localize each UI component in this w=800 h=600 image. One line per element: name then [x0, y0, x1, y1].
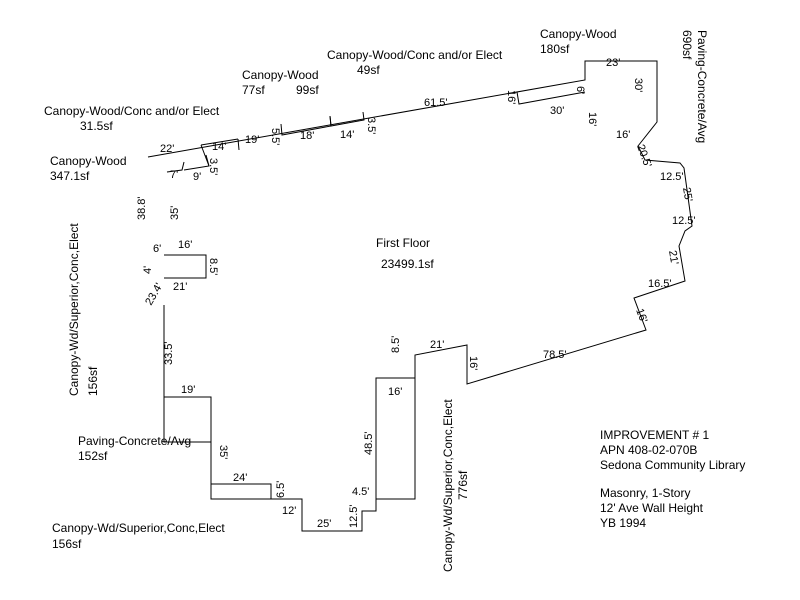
dim-21b: 21': [430, 339, 444, 351]
dim-7: 7': [170, 169, 178, 181]
divider-a: [200, 144, 210, 167]
info-name: Sedona Community Library: [600, 458, 746, 472]
dim-61-5: 61.5': [424, 97, 448, 109]
dim-16d: 16': [633, 307, 649, 325]
floor-area: 23499.1sf: [381, 257, 434, 271]
dim-12-5a: 12.5': [660, 171, 684, 183]
dim-16c: 16': [616, 129, 630, 141]
building-outline: [147, 60, 693, 532]
canopy-315-area: 31.5sf: [80, 119, 113, 133]
notch-left: [166, 161, 185, 173]
info-construction: Masonry, 1-Story: [600, 486, 691, 500]
canopy-776-name: Canopy-Wd/Superior,Conc,Elect: [441, 399, 455, 572]
dim-4: 4': [142, 266, 154, 274]
paving-690-area: 690sf: [680, 30, 694, 60]
dim-21c: 21': [173, 281, 187, 293]
dim-35b: 35': [169, 206, 181, 220]
dim-8-5a: 8.5': [390, 336, 402, 353]
paving-152-rect: [211, 483, 272, 499]
dim-14a: 14': [212, 141, 226, 153]
dim-48-5: 48.5': [363, 431, 375, 455]
canopy-776-area: 776sf: [456, 470, 470, 500]
dim-20-5: 20.5': [634, 143, 653, 169]
canopy-347-name: Canopy-Wood: [50, 154, 127, 168]
dim-3-5a: 3.5': [365, 117, 377, 134]
dim-9: 9': [193, 171, 201, 183]
dim-18: 18': [300, 130, 314, 142]
dim-5-5: 5.5': [269, 128, 281, 145]
dim-78-5: 78.5': [543, 349, 567, 361]
divider-c: [237, 138, 240, 151]
dim-19b: 19': [181, 384, 195, 396]
canopy-49-box: [329, 111, 365, 127]
divider-b: [200, 138, 239, 146]
dim-16f: 16': [388, 386, 402, 398]
dim-33-5: 33.5': [163, 341, 175, 365]
dim-24: 24': [233, 472, 247, 484]
dim-3-5b: 3.5': [207, 158, 219, 175]
paving-152-name: Paving-Concrete/Avg: [78, 434, 191, 448]
canopy-bottom-name: Canopy-Wd/Superior,Conc,Elect: [52, 521, 225, 535]
canopy-180-area: 180sf: [540, 42, 570, 56]
canopy-77-area: 77sf: [242, 83, 265, 97]
dim-16a: 16': [505, 90, 517, 104]
canopy-315-name: Canopy-Wood/Conc and/or Elect: [44, 104, 220, 118]
paving-690-name: Paving-Concrete/Avg: [695, 30, 709, 143]
info-wall-height: 12' Ave Wall Height: [600, 501, 704, 515]
canopy-left-area: 156sf: [86, 366, 100, 396]
dim-12: 12': [282, 505, 296, 517]
dim-21a: 21': [666, 249, 680, 265]
canopy-347-area: 347.1sf: [50, 169, 90, 183]
dim-6-5: 6.5': [275, 481, 287, 498]
dim-38-8: 38.8': [136, 196, 148, 220]
dim-16g: 16': [178, 239, 192, 251]
construction-info: Masonry, 1-Story 12' Ave Wall Height YB …: [600, 486, 703, 531]
canopy-49-area: 49sf: [357, 63, 380, 77]
bump-out: [164, 254, 207, 279]
dim-25b: 25': [317, 518, 331, 530]
dim-4-5: 4.5': [352, 486, 369, 498]
improvement-info: IMPROVEMENT # 1 APN 408-02-070B Sedona C…: [600, 428, 745, 473]
area-99: 99sf: [296, 83, 319, 97]
canopy-776-rect: [375, 377, 415, 499]
dim-6b: 6': [153, 243, 161, 255]
canopy-180-name: Canopy-Wood: [540, 27, 617, 41]
dim-25a: 25': [680, 186, 694, 202]
info-improvement: IMPROVEMENT # 1: [600, 428, 710, 442]
canopy-49-name: Canopy-Wood/Conc and/or Elect: [327, 48, 503, 62]
dim-30b: 30': [632, 78, 644, 92]
dim-16e: 16': [467, 356, 479, 370]
dim-16b: 16': [586, 112, 598, 126]
info-apn: APN 408-02-070B: [600, 443, 698, 457]
dim-12-5b: 12.5': [672, 215, 696, 227]
info-year-built: YB 1994: [600, 516, 647, 530]
canopy-left-rect: [164, 396, 212, 442]
paving-152-area: 152sf: [78, 449, 108, 463]
dim-30a: 30': [550, 105, 564, 117]
dim-16-5: 16.5': [648, 278, 672, 290]
canopy-bottom-area: 156sf: [52, 537, 82, 551]
dim-23-4: 23.4': [143, 281, 165, 307]
dim-23: 23': [606, 57, 620, 69]
dim-8-5b: 8.5': [207, 258, 219, 275]
floor-name: First Floor: [376, 236, 430, 250]
dim-14b: 14': [340, 129, 354, 141]
dim-22: 22': [160, 143, 174, 155]
canopy-180-box: [516, 91, 586, 105]
dim-35a: 35': [217, 445, 229, 459]
dim-19: 19': [245, 134, 259, 146]
dim-6a: 6': [574, 86, 586, 94]
canopy-left-name: Canopy-Wd/Superior,Conc,Elect: [67, 223, 81, 396]
canopy-77-name: Canopy-Wood: [242, 68, 319, 82]
dim-12-5c: 12.5': [348, 504, 360, 528]
